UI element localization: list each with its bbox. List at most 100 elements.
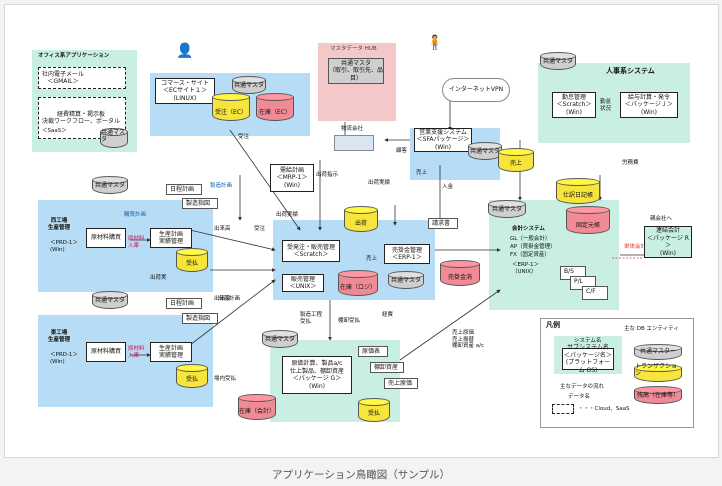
mrp-flow-ship-plan: 出荷実績 [276,212,299,218]
cost-flow-sale-cost: 売上原価 売上振替 棚卸資産 a/c [452,330,484,349]
user2-icon: 🧍 [426,35,444,51]
receivable-box: 売掛金管理 ＜ERP-1＞ [384,244,430,264]
sfa-master-db: 共通マスタ [468,146,502,160]
west-production-box: 生産計画 実績管理 [150,228,192,248]
order-mgmt-box: 受発注・販売管理 ＜Scratch＞ [282,240,340,262]
east-pay-db: 受払 [176,368,208,388]
west-mfg-order: 製造指図 [182,198,218,209]
east-material-box: 原材料購買 [86,342,126,362]
hr-title: 人事系システム [606,67,655,75]
accounting-gl: GL（一般会計） [510,236,551,242]
cost-flow-cost: 経費 [382,312,394,318]
legend-title: 凡例 [546,321,560,329]
legend-master-db: 共通マスター [634,348,682,360]
sales-mgmt-box: 販売管理 ＜UNIX＞ [282,274,324,292]
legend-cloud-sample [552,404,574,414]
ec-stock-db: 在庫（EC） [256,97,294,121]
east-master-db: 共通マスタ [92,295,128,309]
hub-master-box: 共通マスタ （取引、取引先、品目） [328,58,384,84]
cost-flow-stock: 棚卸受払 [338,318,361,324]
sales-flow-order: 受注 [254,226,266,232]
accounting-erp: ＜ERP-1＞ （UNIX） [512,262,539,275]
cf-doc: C/F [582,286,608,300]
east-flow-out: 出来高 [214,296,231,302]
office-title: オフィス系アプリケーション [38,53,110,59]
logistics-label: 物流会社 [341,126,364,132]
warehouse-icon [334,135,374,151]
legend-flow-label: データ名 [568,394,591,400]
ec-flow-orders: 受注 [238,134,250,140]
ship-db: 出荷 [344,210,378,232]
cost-table-doc: 原価表 [358,346,388,357]
accounting-fx: FX（固定資産） [510,252,550,258]
legend-tx-db: トランザクション [634,363,682,382]
ec-master-db: 共通マスタ [232,80,266,94]
journal-db: 仕訳日記帳 [556,182,600,204]
receivable-master-db: 共通マスタ [388,275,424,289]
accounting-name: 会計システム [512,226,545,232]
accounting-flow-to-group: 親会社へ [650,216,673,222]
consolidation-box: 連結会計 ＜パッケージ R＞ (Win) [644,226,692,258]
accounting-flow-consol: 単体会計 [624,244,647,250]
payroll-box: 給与計算・発令 ＜パッケージＪ＞ (Win) [620,92,678,118]
east-daily-plan: 日程計画 [166,298,202,309]
accounting-ap: AP（買掛金管理） [510,244,556,250]
sfa-sales-db: 売上 [498,152,534,172]
office-saas: ＜SaaS＞ [42,128,67,134]
receipt-db: 売掛金消 [440,264,480,286]
legend-system-box: サブシステム名 ＜パッケージ名＞ (プラットフォーム OS) [562,344,614,374]
east-production-box: 生産計画 実績管理 [150,342,192,362]
sales-flow-sell: 売上 [366,256,378,262]
cost-flow-inner: 場内受払 [214,376,237,382]
receivable-flow-invoice: 入金 [442,184,454,190]
mrp-box: 需給計画 ＜MRP-1＞ (Win) [270,164,314,192]
accounting-master-db: 共通マスタ [488,204,526,218]
diagram-caption: アプリケーション鳥瞰図（サンプル） [272,469,450,481]
west-daily-plan: 日程計画 [166,184,202,195]
cost-sales-doc: 売上原価 [384,378,418,389]
vpn-cloud: インターネットVPN [442,78,510,102]
legend-entity-title: 主な DB エンティティ [624,326,679,332]
logistics-flow-customer: 顧客 [396,148,408,154]
mail-box: 社内電子メール ＜GMAIL＞ [38,67,126,89]
invoice-doc: 請求書 [428,218,458,229]
east-prd: ＜PRD-1＞ (Win) [50,352,78,365]
west-flow-material-in: 原材料 入庫 [128,236,145,249]
legend-flow-title: 主なデータの流れ [560,384,605,390]
mrp-flow-plan: 製造計画 [210,183,233,189]
east-flow-material-in: 原材料 入庫 [128,346,145,359]
hr-flow-labor: 労務費 [622,160,639,166]
east-title: 東工場 生産管理 [48,330,71,343]
logistics-flow-ship: 出荷指示 [316,172,339,178]
west-material-box: 原材料購買 [86,228,126,248]
west-master-db: 共通マスタ [92,180,128,194]
cost-box: 原価計算、製品a/c 仕上製品、棚卸資産 ＜パッケージ G＞ (Win) [282,356,352,394]
logistics-stock-db: 在庫（ロジ） [338,274,378,296]
legend-ledger-db: 残高（在庫等） [634,390,682,404]
attendance-box: 勤怠管理 ＜Scratch＞ (Win) [552,92,596,118]
hr-flow-attendance: 勤怠 状況 [600,99,612,112]
west-prd: ＜PRD-1＞ (Win) [50,240,78,253]
east-mfg-order: 製造指図 [182,313,218,324]
cost-pay-db: 受払 [358,402,390,422]
ec-orders-db: 受注（EC） [212,97,250,121]
west-flow-purchase: 購買計画 [124,212,147,218]
cost-flow-process: 製造工程 受払 [300,312,323,325]
sfa-box: 営業支援システム ＜SFAパッケージ＞ (Win) [414,128,472,152]
west-pay-db: 受払 [176,252,208,272]
user-icon: 👤 [176,43,194,59]
west-flow-out: 出来高 [214,226,231,232]
hr-master-db: 共通マスタ [540,56,576,70]
hub-title: マスタデータ HUB [330,46,377,52]
ledger-db: 固定元帳 [566,210,610,234]
west-flow-ship: 出荷実 [150,275,167,281]
cost-ledger-doc: 棚卸資産 [370,362,404,373]
receivable-flow-sales: 売上 [416,170,428,176]
sales-flow-ship-plan: 出荷計画 [218,296,241,302]
legend-cloud-label: ・・・Cloud、SaaS [578,406,630,412]
office-master-db: 共通マスタ [100,129,128,148]
west-title: 西工場 生産管理 [48,218,71,231]
legend-system-label: システム名 [574,338,602,344]
ec-system-box: コマース・サイト ＜ECサイト１＞ (LINUX) [155,78,215,104]
